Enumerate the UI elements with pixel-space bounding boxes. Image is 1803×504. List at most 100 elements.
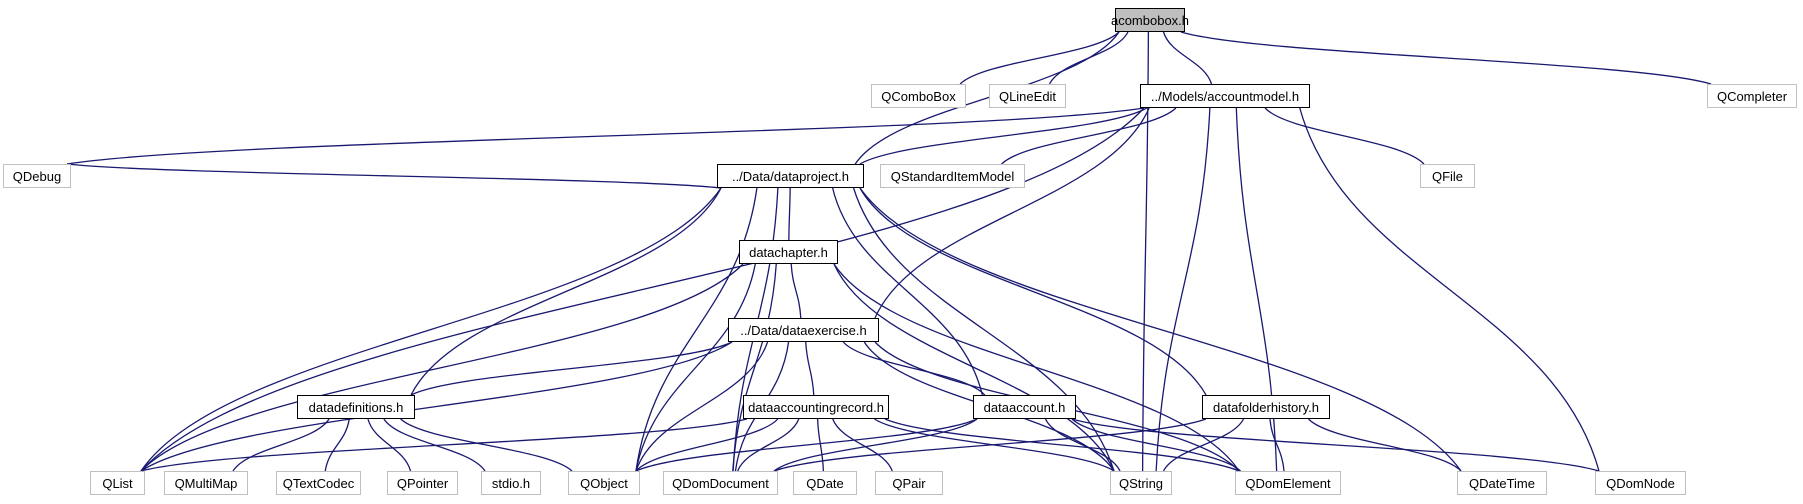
node-qstring: QString: [1110, 471, 1172, 495]
node-label: QPair: [892, 475, 926, 491]
node-label: QCompleter: [1716, 88, 1788, 104]
edge-datachapter-to-qobject: [635, 263, 756, 472]
node-label: QFile: [1431, 168, 1464, 184]
edge-dataproject-to-datachapter: [788, 187, 791, 241]
edge-dataproject-to-qobject: [635, 187, 758, 472]
node-label: datadefinitions.h: [308, 399, 404, 415]
node-label: dataaccount.h: [983, 399, 1066, 415]
edge-accountmodel-to-qstring: [1155, 107, 1211, 472]
node-datachapter: datachapter.h: [739, 240, 838, 264]
edge-datadefinitions-to-qtextcodec: [324, 418, 350, 472]
node-label: QDate: [806, 475, 844, 491]
edge-datadefinitions-to-qpointer: [367, 418, 412, 472]
edge-accountmodel-to-qdomnode: [1299, 107, 1600, 472]
edge-datachapter-to-dataexercise: [790, 263, 802, 319]
node-label: ../Models/accountmodel.h: [1150, 88, 1300, 104]
node-label: QTextCodec: [282, 475, 355, 491]
node-qpair: QPair: [875, 471, 943, 495]
node-label: dataaccountingrecord.h: [748, 399, 884, 415]
edge-dataexercise-to-qobject: [635, 341, 769, 472]
node-label: QMultiMap: [174, 475, 238, 491]
node-qcombobox: QComboBox: [871, 84, 966, 108]
node-label: datachapter.h: [749, 244, 828, 260]
edge-dataproject-to-dataaccount: [831, 187, 984, 396]
edge-dataexercise-to-qlist: [140, 341, 733, 472]
node-qmultimap: QMultiMap: [164, 471, 248, 495]
edge-accountmodel-to-dataexercise: [874, 107, 1150, 319]
edge-accountmodel-to-dataproject: [859, 107, 1148, 165]
edge-dataexercise-to-dataaccountingrecord: [805, 341, 815, 396]
node-label: QStandardItemModel: [890, 168, 1015, 184]
edge-dataproject-to-qdatetime: [859, 187, 1462, 472]
node-label: ../Data/dataproject.h: [731, 168, 850, 184]
node-label: QDebug: [12, 168, 62, 184]
node-qdomnode: QDomNode: [1595, 471, 1686, 495]
node-label: QList: [102, 475, 133, 491]
edge-dataaccountingrecord-to-qpair: [832, 418, 893, 472]
node-label: ../Data/dataexercise.h: [740, 322, 867, 338]
edge-dataaccountingrecord-to-qdate: [816, 418, 825, 472]
node-qdomelement: QDomElement: [1235, 471, 1341, 495]
node-accountmodel: ../Models/accountmodel.h: [1140, 84, 1310, 108]
node-label: QString: [1118, 475, 1164, 491]
edge-datafolderhistory-to-qdatetime: [1308, 418, 1462, 472]
node-qobject: QObject: [568, 471, 640, 495]
node-label: stdio.h: [491, 475, 531, 491]
edge-datafolderhistory-to-qdomelement: [1269, 418, 1285, 472]
edge-dataaccount-to-qdomnode: [1071, 418, 1600, 472]
node-datafolderhistory: datafolderhistory.h: [1202, 395, 1330, 419]
node-qdate: QDate: [793, 471, 857, 495]
edge-datachapter-to-qdomdocument: [732, 263, 777, 472]
node-qdebug: QDebug: [3, 164, 71, 188]
node-qlist: QList: [90, 471, 145, 495]
node-qdatetime: QDateTime: [1457, 471, 1547, 495]
edge-datafolderhistory-to-qstring: [1162, 418, 1245, 472]
node-datadefinitions: datadefinitions.h: [297, 395, 415, 419]
node-qtextcodec: QTextCodec: [276, 471, 361, 495]
edge-dataaccountingrecord-to-qdomdocument: [737, 418, 800, 472]
node-stdio: stdio.h: [481, 471, 541, 495]
edge-dataaccountingrecord-to-qdomelement: [884, 418, 1240, 472]
edge-dataaccount-to-qobject: [635, 418, 978, 472]
edge-accountmodel-to-qstandarditemmodel: [1001, 107, 1177, 165]
node-label: QComboBox: [881, 88, 956, 104]
node-qcompleter: QCompleter: [1707, 84, 1797, 108]
node-label: acombobox.h: [1110, 12, 1190, 28]
node-label: QObject: [580, 475, 628, 491]
edge-dataproject-to-datadefinitions: [410, 187, 722, 396]
node-label: QPointer: [396, 475, 449, 491]
edge-datafolderhistory-to-qdomdocument: [773, 418, 1207, 472]
edge-dataproject-to-datafolderhistory: [859, 187, 1207, 396]
edge-datadefinitions-to-qmultimap: [232, 418, 330, 472]
edge-dataproject-to-qdebug: [66, 163, 722, 189]
node-label: QDomNode: [1606, 475, 1675, 491]
node-qdomdocument: QDomDocument: [663, 471, 778, 495]
node-qpointer: QPointer: [387, 471, 458, 495]
edge-accountmodel-to-qfile: [1264, 107, 1425, 165]
edge-accountmodel-to-qlist: [140, 107, 1145, 472]
edge-dataaccount-to-qstring: [1044, 418, 1121, 472]
edge-dataexercise-to-datadefinitions: [410, 341, 733, 396]
node-qstandarditemmodel: QStandardItemModel: [880, 164, 1025, 188]
node-label: QLineEdit: [998, 88, 1057, 104]
edge-datadefinitions-to-qobject: [400, 418, 573, 472]
edge-dataproject-to-qlist: [140, 187, 722, 472]
edge-acombobox-to-accountmodel: [1162, 31, 1213, 85]
edge-datachapter-to-qlist: [140, 263, 744, 472]
node-label: QDomDocument: [672, 475, 769, 491]
edge-dataproject-to-qstring: [852, 187, 1115, 472]
edge-acombobox-to-dataproject: [854, 31, 1120, 165]
edge-dataaccountingrecord-to-qobject: [635, 418, 779, 472]
node-dataproject: ../Data/dataproject.h: [717, 164, 864, 188]
node-dataexercise: ../Data/dataexercise.h: [728, 318, 879, 342]
edge-acombobox-to-qcombobox: [959, 31, 1120, 85]
edge-dataaccountingrecord-to-qlist: [140, 418, 748, 472]
node-qlineedit: QLineEdit: [989, 84, 1066, 108]
node-label: QDateTime: [1469, 475, 1535, 491]
node-label: QDomElement: [1245, 475, 1331, 491]
edge-dataaccount-to-qdomelement: [1071, 418, 1242, 472]
node-label: datafolderhistory.h: [1213, 399, 1319, 415]
node-dataaccountingrecord: dataaccountingrecord.h: [743, 395, 889, 419]
